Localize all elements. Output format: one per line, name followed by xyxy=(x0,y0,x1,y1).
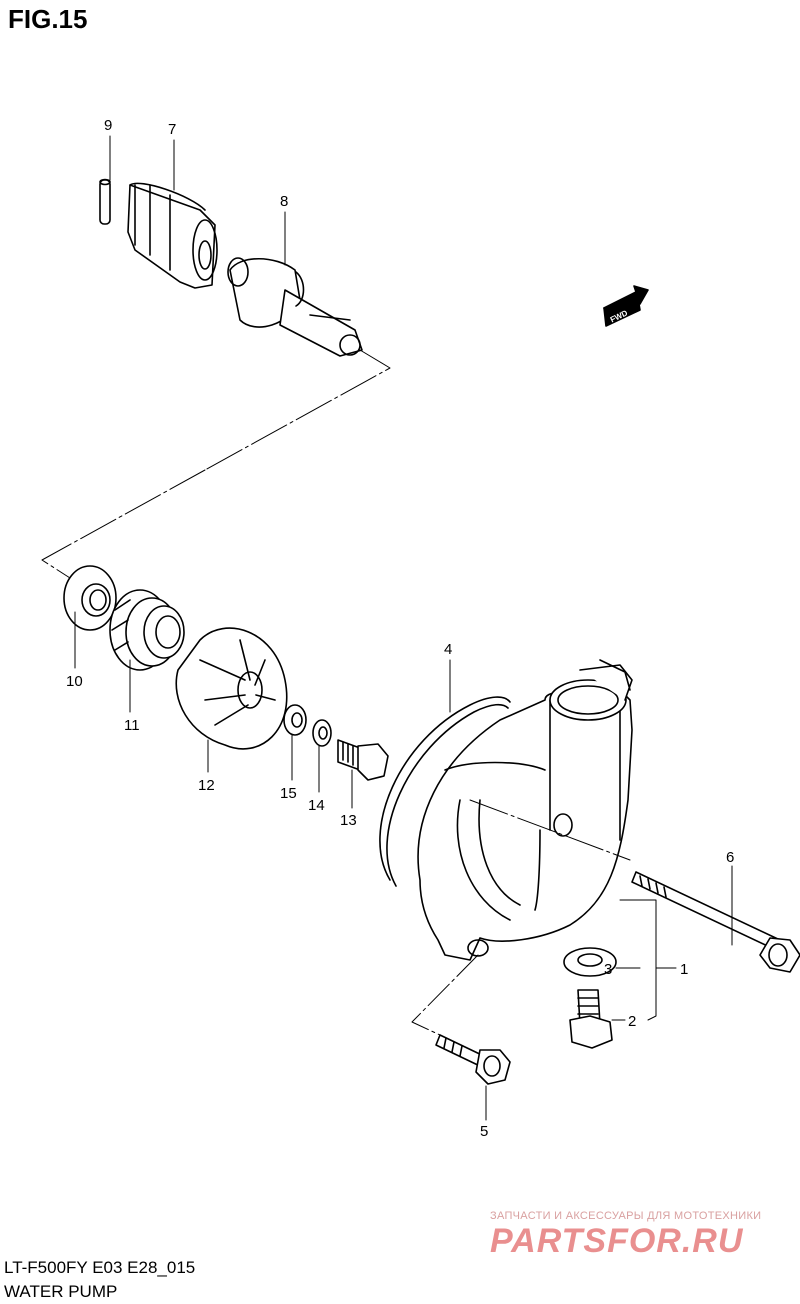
part-8-shaft xyxy=(227,257,363,357)
callout-7: 7 xyxy=(168,121,176,138)
callout-5: 5 xyxy=(480,1123,488,1140)
callout-12: 12 xyxy=(198,777,215,794)
part-13-bolt xyxy=(337,739,389,781)
callout-14: 14 xyxy=(308,797,325,814)
part-10-seal xyxy=(63,565,117,631)
callout-15: 15 xyxy=(280,785,297,802)
part-5-flange-bolt xyxy=(435,1034,511,1085)
callout-8: 8 xyxy=(280,193,288,210)
part-11-mechanical-seal xyxy=(109,589,185,671)
figure-title: FIG.15 xyxy=(8,4,88,34)
part-12-impeller xyxy=(175,627,288,750)
callout-2: 2 xyxy=(628,1013,636,1030)
callout-4: 4 xyxy=(444,641,452,658)
part-3-washer xyxy=(563,947,617,977)
fwd-arrow-icon xyxy=(603,285,649,327)
callout-11: 11 xyxy=(124,717,140,734)
callout-10: 10 xyxy=(66,673,83,690)
callout-13: 13 xyxy=(340,812,357,829)
figure-code: LT-F500FY E03 E28_015 xyxy=(4,1258,196,1277)
callout-9: 9 xyxy=(104,117,112,134)
callout-3: 3 xyxy=(604,961,612,978)
part-6-long-bolt xyxy=(631,871,800,973)
water-pump-housing xyxy=(417,659,633,961)
watermark-logo: PARTSFOR.RU xyxy=(490,1222,744,1260)
callout-6: 6 xyxy=(726,849,734,866)
part-9-pin xyxy=(99,178,111,225)
part-14-washer xyxy=(312,719,332,747)
figure-subtitle: WATER PUMP xyxy=(4,1282,118,1301)
part-2-bolt xyxy=(569,989,613,1049)
watermark-tagline: ЗАПЧАСТИ И АКСЕССУАРЫ ДЛЯ МОТОТЕХНИКИ xyxy=(490,1210,762,1222)
part-4-gasket xyxy=(379,696,511,887)
part-15-washer xyxy=(283,704,307,736)
leader-lines xyxy=(74,135,733,1121)
callout-1: 1 xyxy=(680,961,688,978)
part-7-coupler xyxy=(127,182,218,289)
alignment-lines xyxy=(41,349,631,1036)
